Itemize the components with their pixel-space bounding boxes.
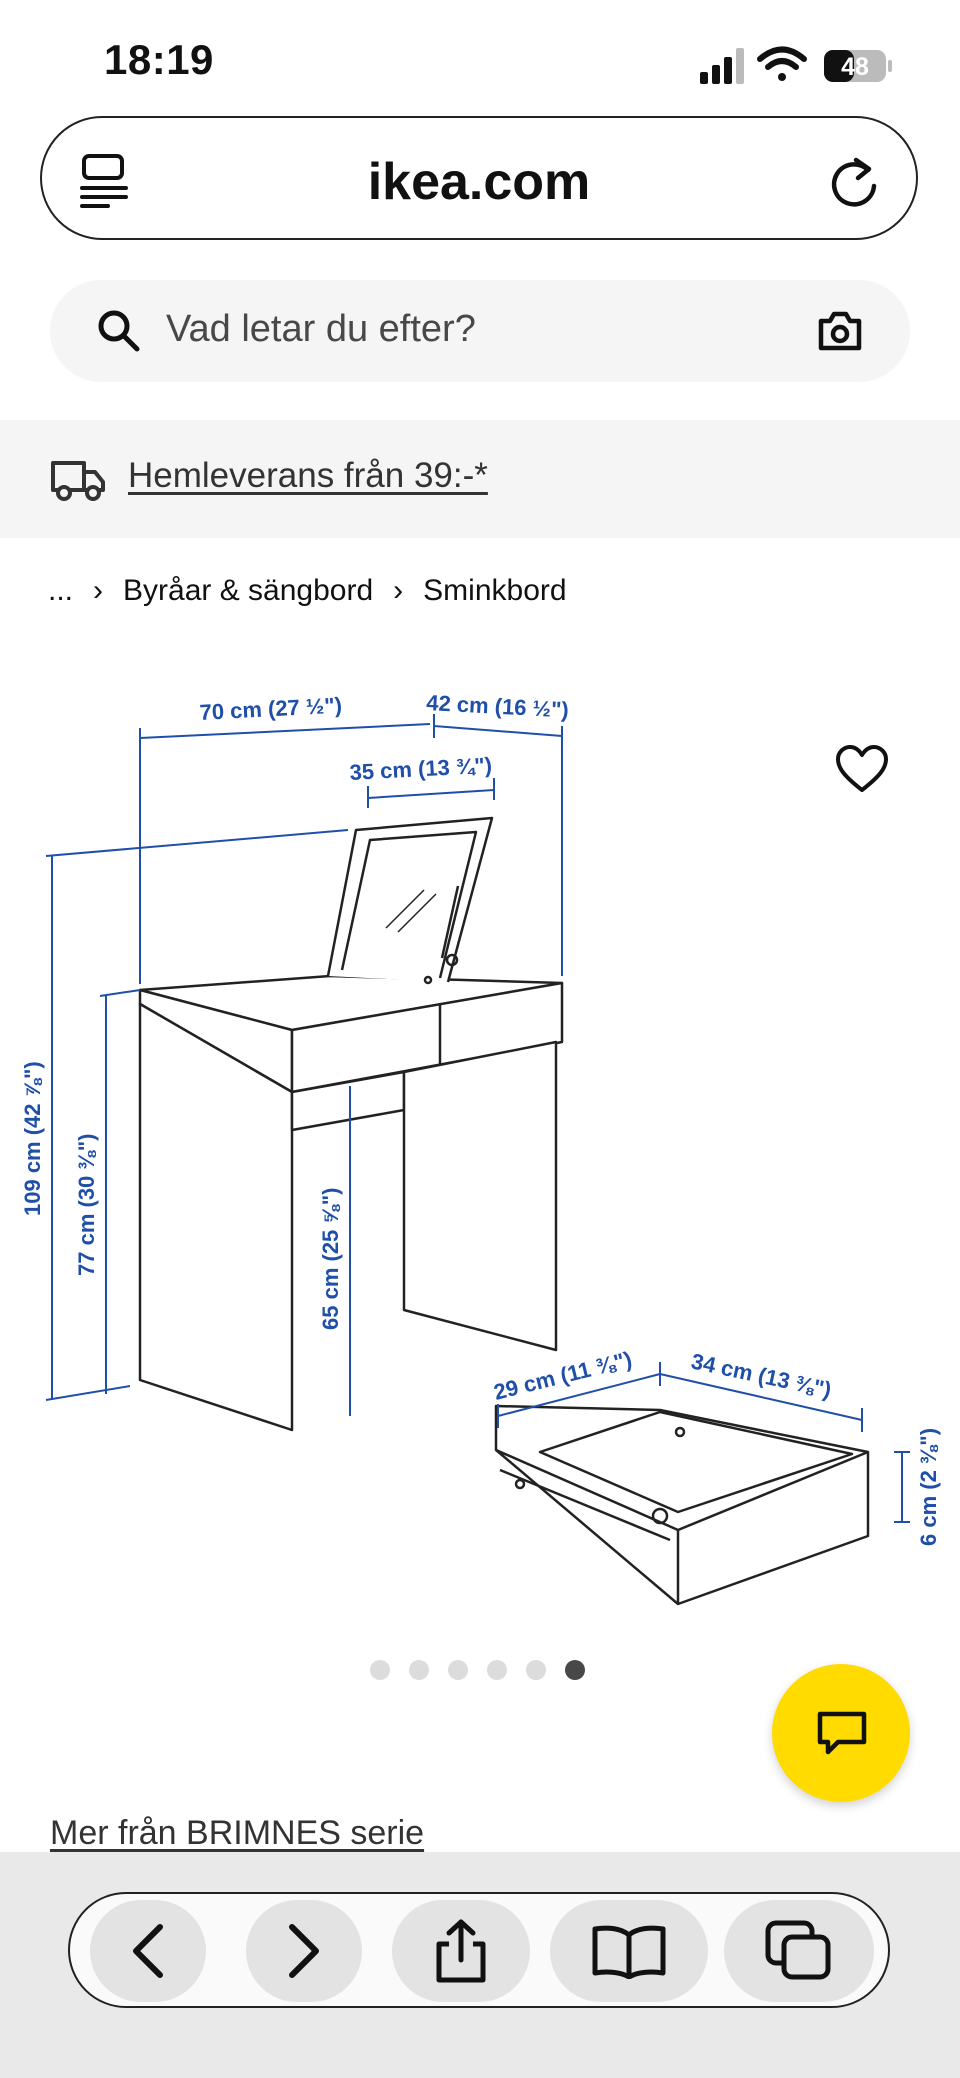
wifi-icon (757, 46, 807, 81)
back-button[interactable] (90, 1900, 206, 2002)
address-bar[interactable]: ikea.com (40, 116, 918, 240)
dimension-lines (45, 714, 910, 1523)
chevron-right-icon: › (93, 574, 104, 607)
carousel-dot[interactable] (448, 1660, 468, 1680)
status-time: 18:19 (104, 36, 214, 83)
delivery-link[interactable]: Hemleverans från 39:-* (128, 456, 488, 495)
dim-width: 70 cm (27 ½") (199, 693, 343, 725)
carousel-dot[interactable] (409, 1660, 429, 1680)
more-from-series-link[interactable]: Mer från BRIMNES serie (50, 1814, 425, 1852)
dim-drawer-width: 29 cm (11 ⅜") (491, 1346, 634, 1404)
chat-button[interactable] (772, 1664, 910, 1802)
battery-level: 48 (841, 53, 869, 81)
dim-height: 77 cm (30 ⅜") (74, 1133, 99, 1276)
search-field[interactable]: Vad letar du efter? (50, 280, 910, 382)
delivery-banner[interactable]: Hemleverans från 39:-* (0, 420, 960, 538)
chevron-right-icon: › (393, 574, 404, 607)
tab-menu-icon[interactable] (78, 152, 132, 208)
carousel-indicator (370, 1660, 585, 1680)
bookmarks-button[interactable] (550, 1900, 708, 2002)
product-dimension-image[interactable]: 70 cm (27 ½") 42 cm (16 ½") 35 cm (13 ¾"… (0, 650, 960, 1610)
carousel-dot[interactable] (370, 1660, 390, 1680)
heart-icon[interactable] (834, 742, 890, 798)
battery-icon: 48 (824, 50, 892, 82)
breadcrumb-item-byraar[interactable]: Byråar & sängbord (123, 574, 374, 607)
breadcrumb-ellipsis[interactable]: ... (48, 574, 74, 607)
carousel-dot-active[interactable] (565, 1660, 585, 1680)
browser-toolbar (68, 1892, 890, 2008)
dim-drawer-height: 6 cm (2 ⅜") (916, 1428, 941, 1546)
reload-icon[interactable] (828, 152, 882, 208)
chevron-left-icon (133, 1924, 163, 1978)
search-placeholder[interactable]: Vad letar du efter? (166, 308, 476, 350)
book-icon (592, 1925, 666, 1979)
status-icons: 48 (700, 46, 892, 84)
dim-drawer-depth: 34 cm (13 ⅜") (689, 1348, 834, 1402)
dim-knee-height: 65 cm (25 ⅝") (318, 1187, 343, 1330)
forward-button[interactable] (246, 1900, 362, 2002)
url-text[interactable]: ikea.com (367, 153, 591, 211)
dim-mirror-width: 35 cm (13 ¾") (349, 753, 493, 785)
tabs-button[interactable] (724, 1900, 874, 2002)
dim-depth: 42 cm (16 ½") (426, 690, 570, 722)
chat-icon (817, 1711, 867, 1755)
share-button[interactable] (392, 1900, 530, 2002)
camera-search-icon[interactable] (816, 310, 864, 352)
cellular-signal-icon (700, 48, 744, 84)
carousel-dot[interactable] (526, 1660, 546, 1680)
breadcrumb: ... › Byråar & sängbord › Sminkbord (48, 574, 567, 608)
search-icon (98, 310, 140, 352)
delivery-truck-icon (51, 461, 105, 501)
dim-height-open: 109 cm (42 ⅞") (20, 1061, 45, 1216)
carousel-dot[interactable] (487, 1660, 507, 1680)
share-icon (436, 1919, 486, 1983)
tabs-icon (765, 1920, 831, 1980)
chevron-right-icon (289, 1924, 319, 1978)
dressing-table-drawing (138, 816, 564, 1432)
breadcrumb-item-sminkbord[interactable]: Sminkbord (423, 574, 567, 607)
drawer-drawing (494, 1404, 870, 1606)
